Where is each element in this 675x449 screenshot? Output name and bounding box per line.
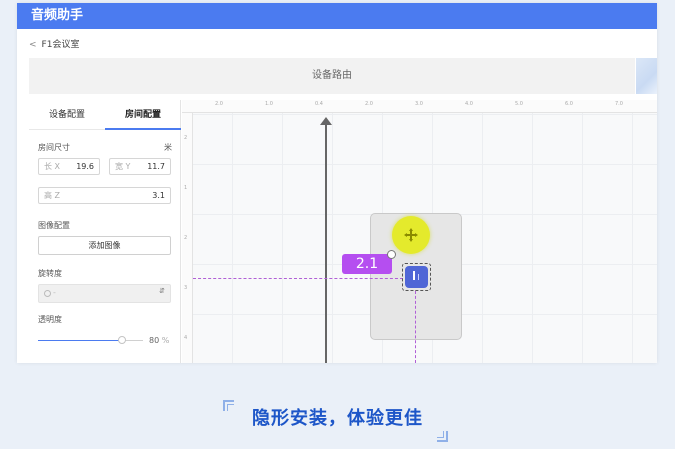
resize-handle[interactable] (387, 250, 396, 259)
breadcrumb-label[interactable]: F1会议室 (41, 40, 80, 50)
height-badge: 2.1 (342, 254, 392, 274)
ruler-tick: 4 (184, 335, 188, 341)
ruler-tick: 7.0 (615, 101, 623, 107)
slogan-text: 隐形安装，体验更佳 (252, 408, 423, 429)
width-y-label: 宽 Y (115, 162, 131, 171)
opacity-slider-thumb[interactable] (118, 336, 126, 344)
ruler-tick: 2.0 (215, 101, 223, 107)
height-z-label: 高 Z (44, 191, 61, 200)
chevron-updown-icon: ⇵ (159, 287, 165, 295)
length-x-value: 19.6 (76, 162, 94, 171)
vertical-axis (325, 122, 327, 363)
app-window: 音频助手 < F1会议室 设备路由 设备配置 房间配置 房间尺寸 米 长 X 19… (17, 3, 657, 363)
app-title: 音频助手 (17, 3, 657, 29)
room-canvas[interactable]: 2.0 1.0 0.4 2.0 3.0 4.0 5.0 6.0 7.0 2 1 … (182, 100, 657, 363)
bracket-top-left-inner (227, 404, 234, 411)
ruler-tick: 2 (184, 135, 188, 141)
device-pin (418, 274, 419, 280)
room-config-panel: 设备配置 房间配置 房间尺寸 米 长 X 19.6 宽 Y 11.7 高 Z 3… (29, 100, 181, 363)
rotation-value: - (53, 288, 56, 297)
width-y-field[interactable]: 宽 Y 11.7 (109, 158, 171, 175)
rotation-label: 旋转度 (38, 269, 62, 278)
opacity-number: 80 (149, 336, 160, 345)
move-icon[interactable] (403, 227, 419, 243)
length-x-label: 长 X (44, 162, 61, 171)
height-z-field[interactable]: 高 Z 3.1 (38, 187, 171, 204)
opacity-slider-track[interactable] (122, 340, 143, 341)
ruler-top: 2.0 1.0 0.4 2.0 3.0 4.0 5.0 6.0 7.0 (182, 100, 657, 113)
add-image-button[interactable]: 添加图像 (38, 236, 171, 255)
breadcrumb[interactable]: < F1会议室 (29, 36, 79, 54)
device-routing-bar[interactable]: 设备路由 (29, 58, 635, 94)
ruler-tick: 2 (184, 235, 188, 241)
config-tabs: 设备配置 房间配置 (29, 100, 181, 130)
device-pin (413, 271, 415, 280)
bracket-bottom-right-inner (437, 431, 444, 438)
opacity-unit: % (161, 336, 170, 345)
rotation-select[interactable]: - ⇵ (38, 284, 171, 303)
ruler-tick: 1.0 (265, 101, 273, 107)
height-z-value: 3.1 (152, 191, 165, 200)
chevron-left-icon[interactable]: < (29, 40, 37, 50)
opacity-label: 透明度 (38, 315, 62, 324)
ruler-tick: 3 (184, 285, 188, 291)
ruler-tick: 0.4 (315, 101, 323, 107)
tab-device-config[interactable]: 设备配置 (48, 110, 85, 120)
length-x-field[interactable]: 长 X 19.6 (38, 158, 100, 175)
bracket-top-left (223, 400, 234, 411)
axis-arrow-icon (320, 117, 332, 125)
room-size-label: 房间尺寸 (38, 143, 70, 152)
tab-room-config[interactable]: 房间配置 (105, 100, 181, 130)
ruler-tick: 2.0 (365, 101, 373, 107)
ruler-left: 2 1 2 3 4 (182, 113, 193, 363)
ruler-tick: 4.0 (465, 101, 473, 107)
ruler-tick: 3.0 (415, 101, 423, 107)
guide-line-horizontal (193, 278, 403, 279)
width-y-value: 11.7 (147, 162, 165, 171)
device-selection-frame[interactable] (402, 263, 431, 291)
ruler-tick: 6.0 (565, 101, 573, 107)
ruler-tick: 5.0 (515, 101, 523, 107)
rotation-icon (44, 290, 51, 297)
room-size-unit: 米 (164, 143, 172, 152)
opacity-value: 80 % (149, 336, 169, 345)
microphone-device-icon[interactable] (405, 266, 428, 288)
image-config-label: 图像配置 (38, 221, 70, 230)
guide-line-vertical (415, 291, 416, 363)
bracket-bottom-right (437, 431, 448, 442)
opacity-slider-fill (38, 340, 122, 341)
side-image-strip (636, 58, 657, 94)
ruler-tick: 1 (184, 185, 188, 191)
